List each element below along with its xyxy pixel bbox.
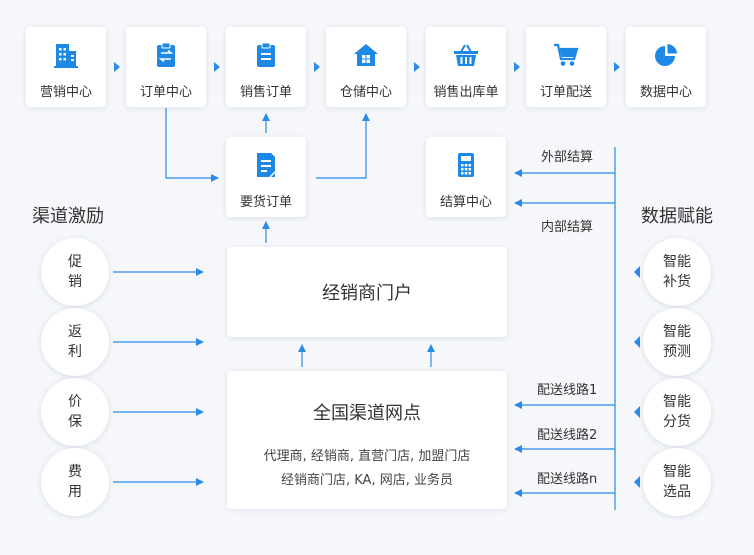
circle-line: 销	[68, 274, 82, 290]
cart-icon	[554, 43, 579, 66]
module-order-center[interactable]: 订单中心	[126, 27, 206, 107]
circle-line: 预测	[663, 344, 691, 360]
arrow-6-7	[614, 62, 620, 72]
module-label: 要货订单	[239, 195, 292, 210]
module-label: 营销中心	[39, 85, 92, 100]
module-order-delivery[interactable]: 订单配送	[526, 27, 606, 107]
arrow-4-5	[414, 62, 420, 72]
arrow-2-3	[214, 62, 220, 72]
channel-network-line2: 经销商门店, KA, 网店, 业务员	[281, 473, 453, 488]
empower-smart-forecast[interactable]: 智能 预测	[643, 308, 711, 376]
module-sales-outbound[interactable]: 销售出库单	[426, 27, 506, 107]
label-route1: 配送线路1	[537, 383, 598, 398]
arrow-empower-2	[634, 336, 640, 348]
incentive-price-protection[interactable]: 价 保	[41, 378, 109, 446]
pie-chart-icon	[655, 44, 677, 66]
line-requisition-to-warehouse	[316, 113, 370, 179]
circle-line: 用	[68, 484, 82, 500]
arrow-empower-3	[634, 406, 640, 418]
heading-data-empower: 数据赋能	[641, 206, 713, 227]
incentive-expense[interactable]: 费 用	[41, 448, 109, 516]
empower-smart-allocation[interactable]: 智能 分货	[643, 378, 711, 446]
circle-line: 价	[68, 394, 82, 410]
arrow-1-2	[114, 62, 120, 72]
circle-line: 促	[68, 254, 82, 270]
module-label: 仓储中心	[339, 85, 392, 100]
module-label: 结算中心	[439, 195, 492, 210]
channel-network-title: 全国渠道网点	[313, 403, 421, 424]
module-warehouse-center[interactable]: 仓储中心	[326, 27, 406, 107]
circle-line: 返	[68, 324, 82, 340]
heading-channel-incentive: 渠道激励	[32, 206, 104, 227]
incentive-rebate[interactable]: 返 利	[41, 308, 109, 376]
arrow-3-4	[314, 62, 320, 72]
document-icon	[257, 153, 277, 178]
calculator-icon	[458, 153, 474, 177]
clipboard-transfer-icon	[157, 42, 175, 67]
line-order-to-requisition	[165, 108, 219, 182]
module-label: 订单中心	[139, 85, 192, 100]
module-data-center[interactable]: 数据中心	[626, 27, 706, 107]
label-internal-settlement: 内部结算	[541, 220, 594, 235]
empower-smart-selection[interactable]: 智能 选品	[643, 448, 711, 516]
circle-line: 选品	[663, 484, 691, 500]
circle-line: 补货	[663, 274, 691, 290]
module-label: 销售订单	[239, 85, 292, 100]
incentive-promotion[interactable]: 促 销	[41, 238, 109, 306]
module-settlement-center[interactable]: 结算中心	[426, 137, 506, 217]
label-routen: 配送线路n	[537, 472, 598, 487]
module-label: 订单配送	[539, 85, 592, 100]
module-sales-order[interactable]: 销售订单	[226, 27, 306, 107]
circle-line: 保	[68, 414, 82, 430]
module-marketing-center[interactable]: 营销中心	[26, 27, 106, 107]
building-icon	[54, 44, 78, 68]
circle-line: 智能	[663, 394, 691, 410]
label-route2: 配送线路2	[537, 428, 598, 443]
dealer-portal-box[interactable]: 经销商门户	[227, 247, 507, 337]
empower-smart-replenish[interactable]: 智能 补货	[643, 238, 711, 306]
circle-line: 分货	[663, 414, 691, 430]
label-external-settlement: 外部结算	[541, 150, 594, 165]
arrow-empower-4	[634, 476, 640, 488]
circle-line: 费	[68, 464, 82, 480]
module-label: 销售出库单	[433, 85, 499, 100]
dealer-portal-title: 经销商门户	[322, 283, 412, 304]
arrow-empower-1	[634, 266, 640, 278]
channel-network-line1: 代理商, 经销商, 直营门店, 加盟门店	[263, 449, 471, 464]
circle-line: 利	[68, 344, 82, 360]
circle-line: 智能	[663, 254, 691, 270]
channel-network-box[interactable]: 全国渠道网点 代理商, 经销商, 直营门店, 加盟门店 经销商门店, KA, 网…	[227, 371, 507, 509]
module-label: 数据中心	[639, 85, 692, 100]
basket-icon	[454, 44, 478, 66]
clipboard-list-icon	[257, 42, 275, 67]
arrow-5-6	[514, 62, 520, 72]
warehouse-icon	[354, 44, 378, 66]
circle-line: 智能	[663, 324, 691, 340]
circle-line: 智能	[663, 464, 691, 480]
module-requisition-order[interactable]: 要货订单	[226, 137, 306, 217]
